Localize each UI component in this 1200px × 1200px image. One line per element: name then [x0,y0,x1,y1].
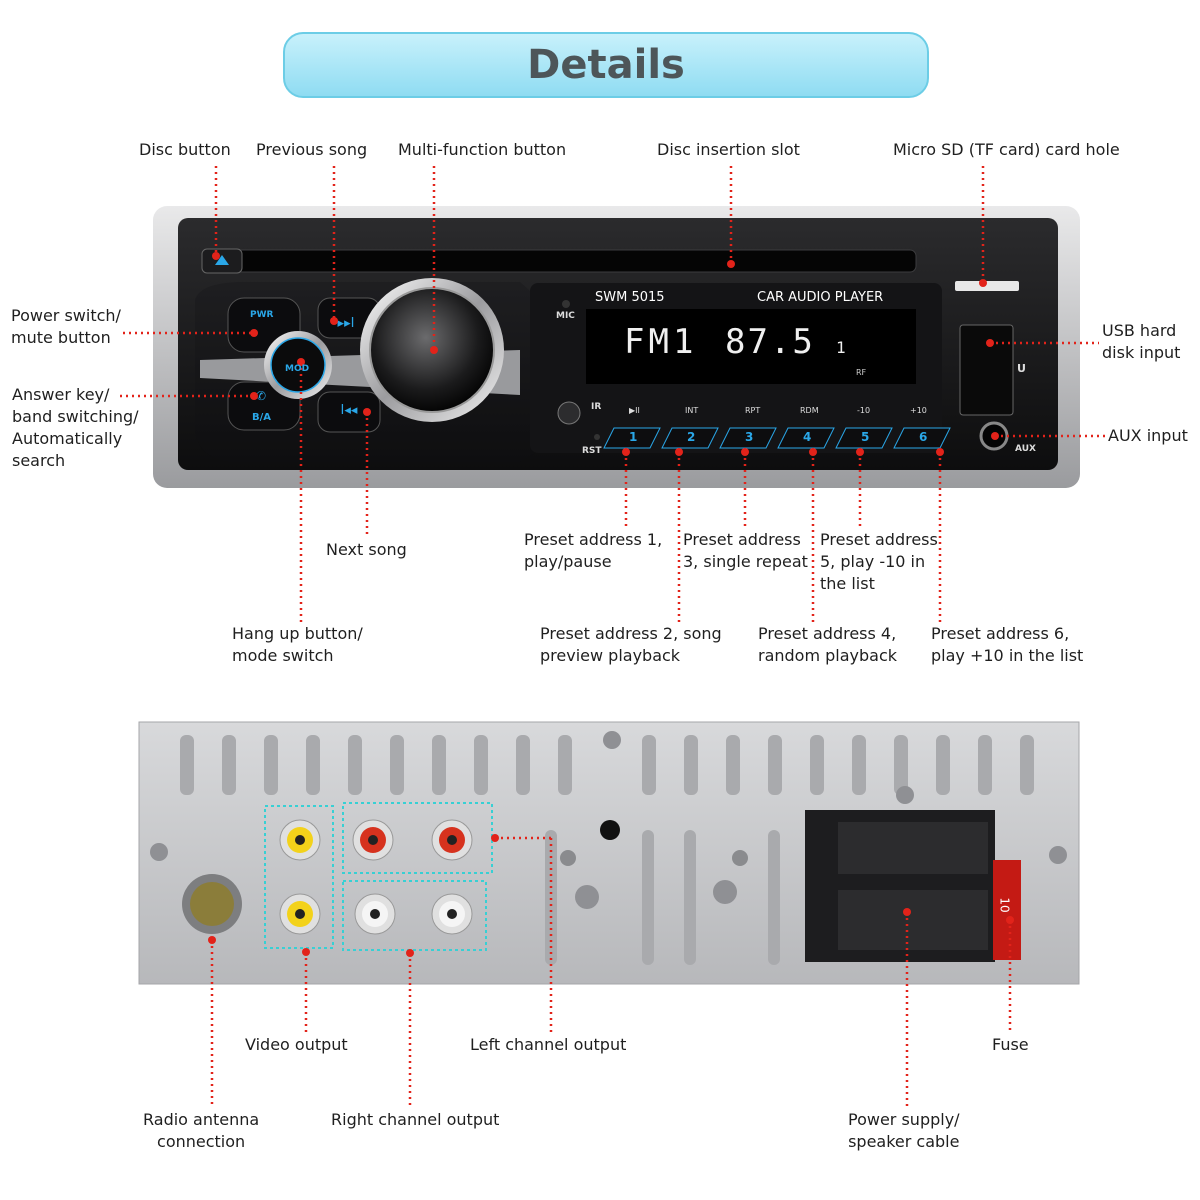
preset-func-4: RDM [800,406,819,415]
preset-func-2: INT [685,406,699,415]
preset-button-5[interactable]: 5 [861,430,870,444]
label-usb-input: USB hard disk input [1102,321,1181,362]
label-previous-song: Previous song [256,140,368,159]
label-micro-sd: Micro SD (TF card) card hole [893,140,1120,159]
preset-button-2[interactable]: 2 [687,430,696,444]
label-video-output: Video output [245,1035,348,1054]
preset-button-1[interactable]: 1 [629,430,638,444]
preset-func-6: +10 [910,406,927,415]
details-header: Details [283,32,929,98]
mod-label: MOD [285,364,310,374]
label-preset-6: Preset address 6, play +10 in the list [931,624,1084,665]
label-multi-function: Multi-function button [398,140,567,159]
label-power-switch: Power switch/ mute button [11,306,121,347]
usb-u-label: U [1017,362,1026,375]
label-preset-1: Preset address 1, play/pause [524,530,663,571]
preset-func-5: -10 [857,406,871,415]
svg-text:▸▸I: ▸▸I [338,316,355,331]
rst-label: RST [582,446,602,456]
aux-label: AUX [1015,444,1036,454]
front-panel-illustration: ▸▸I I◂◂ ✆ [120,166,1106,626]
display-band: FM1 [624,322,698,362]
mic-label: MIC [556,311,575,321]
preset-row [603,427,951,449]
preset-button-6[interactable]: 6 [919,430,928,444]
label-disc-button: Disc button [139,140,231,159]
product-name: CAR AUDIO PLAYER [757,290,884,305]
label-disc-slot: Disc insertion slot [657,140,800,159]
model-number: SWM 5015 [595,290,665,305]
label-aux-input: AUX input [1108,426,1188,445]
label-fuse: Fuse [992,1035,1029,1054]
label-right-channel: Right channel output [331,1110,500,1129]
label-power-supply: Power supply/ speaker cable [848,1110,960,1151]
label-preset-5: Preset address 5, play -10 in the list [820,530,938,593]
pwr-label: PWR [250,310,274,320]
preset-func-3: RPT [745,406,761,415]
svg-text:I◂◂: I◂◂ [341,403,358,418]
label-radio-antenna: Radio antenna connection [143,1110,260,1151]
ba-label: B/A [252,412,272,423]
label-preset-4: Preset address 4, random playback [758,624,898,665]
display-rf: RF [856,368,867,377]
label-next-song: Next song [326,540,407,559]
display-frequency: 87.5 [725,322,815,362]
preset-button-3[interactable]: 3 [745,430,754,444]
preset-button-4[interactable]: 4 [803,430,812,444]
label-answer-key: Answer key/ band switching/ Automaticall… [12,385,139,470]
fuse-marking: 10 [997,897,1012,913]
label-preset-3: Preset address 3, single repeat [683,530,808,571]
label-preset-2: Preset address 2, song preview playback [540,624,722,665]
svg-text:✆: ✆ [256,389,266,403]
label-left-channel: Left channel output [470,1035,627,1054]
preset-func-1: ▶II [629,406,640,415]
page-title: Details [527,42,685,88]
label-hang-up: Hang up button/ mode switch [232,624,363,665]
ir-label: IR [591,402,602,412]
display-preset: 1 [836,338,846,357]
eject-icon [215,255,229,265]
